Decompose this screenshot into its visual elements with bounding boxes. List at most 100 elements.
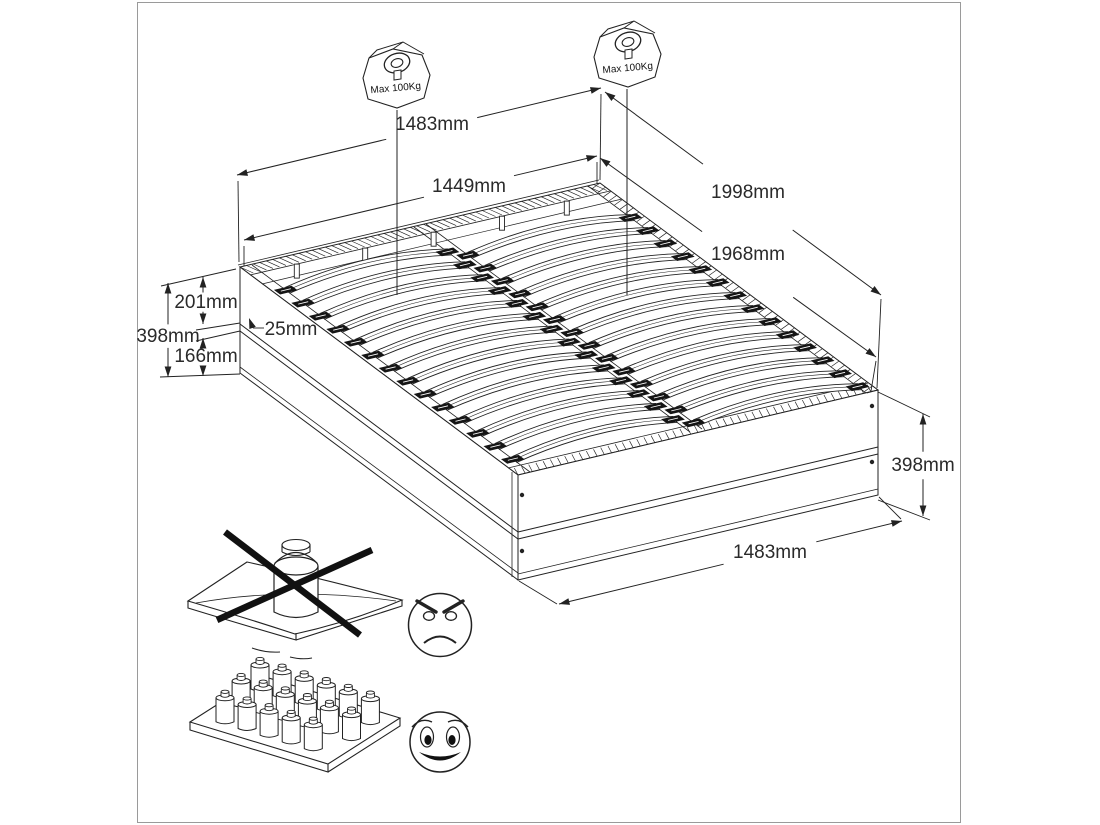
board-thickness-edge (189, 718, 401, 773)
prohibition-cross-icon (215, 529, 374, 638)
dimension-arrowhead (199, 338, 207, 349)
dimension-arrowhead (600, 158, 611, 167)
dim-total-height-right-label: 398mm (891, 455, 954, 476)
angry-frown (423, 635, 457, 644)
dimension-line (877, 499, 931, 521)
heavy-weight-knob-top (281, 538, 311, 552)
dimension-arrowhead (870, 286, 881, 295)
rail-post (499, 215, 505, 231)
slat (355, 299, 522, 346)
bed-foot-face (517, 389, 879, 581)
happy-smile (419, 752, 461, 761)
rail-hatching (239, 182, 879, 476)
dimension-line (876, 298, 882, 389)
dimension-line (477, 87, 602, 119)
dimension-arrowhead (919, 505, 927, 516)
dimension-line (195, 330, 241, 342)
small-weight (281, 717, 301, 745)
slat (459, 377, 626, 424)
max-load-weight-icon (593, 20, 662, 88)
dim-width-outer-bottom-label: 1483mm (733, 542, 807, 563)
slat (442, 364, 609, 411)
dim-frame-height-label: 201mm (174, 292, 237, 313)
motion-marks (251, 647, 313, 660)
dim-total-height-left-label: 398mm (136, 326, 199, 347)
dimension-arrowhead (199, 277, 207, 288)
slat (467, 214, 636, 259)
max-load-label-1: Max 100Kg (370, 81, 421, 96)
dimension-line (236, 138, 387, 176)
happy-face-icon (409, 711, 471, 773)
slat (658, 357, 828, 401)
small-weight (319, 707, 339, 735)
dimension-arrowhead (199, 365, 207, 376)
happy-pupil (424, 735, 432, 745)
head-rail-inner-edge (261, 198, 623, 285)
dimension-annotations (159, 87, 931, 605)
dimension-arrowhead (199, 313, 207, 324)
angry-face-outline (407, 592, 473, 658)
slat (389, 325, 557, 372)
small-weight (237, 704, 257, 731)
slat (302, 261, 470, 307)
max-load-icons (362, 20, 662, 109)
slat (320, 274, 488, 320)
dimension-arrowhead (244, 234, 256, 241)
dimension-line (159, 373, 241, 378)
dimension-arrowhead (249, 318, 256, 330)
dimension-line (160, 268, 237, 287)
dimension-line (599, 93, 602, 181)
screw-dot (869, 459, 875, 465)
slat (484, 227, 653, 272)
dimension-arrowhead (890, 520, 902, 527)
dim-length-outer-label: 1998mm (711, 182, 785, 203)
screw-dot (869, 403, 875, 409)
small-weight (215, 697, 235, 725)
dimension-line (604, 91, 704, 165)
dimension-line (518, 580, 558, 605)
dimension-line (243, 196, 425, 241)
small-weight (342, 714, 361, 742)
head-rail-top-edge (237, 179, 600, 266)
dimension-line (558, 563, 724, 605)
dimension-arrowhead (164, 283, 172, 294)
rail-post (563, 200, 570, 216)
frame-bottom-edge (239, 323, 879, 533)
dimension-arrowhead (605, 92, 616, 101)
dimension-arrowhead (865, 348, 876, 357)
slat (372, 312, 540, 359)
dimension-arrowhead (559, 598, 571, 605)
angry-face-icon (407, 592, 473, 658)
dim-width-inner-label: 1449mm (432, 176, 506, 197)
slat (675, 370, 845, 414)
dimension-line (237, 180, 240, 263)
slat (588, 305, 758, 349)
slat (571, 292, 741, 337)
dimension-line (599, 157, 703, 233)
small-weight (259, 711, 279, 738)
drawer-bottom-inner-edge (239, 366, 879, 575)
head-rail-posts (293, 200, 570, 279)
happy-eyebrows (411, 719, 469, 728)
angry-eyebrows (415, 599, 465, 614)
slat (494, 403, 661, 450)
dim-clearance-gap-label: 25mm (265, 319, 318, 340)
slat-holders (273, 213, 870, 464)
distributed-weights (215, 656, 380, 752)
dimension-arrowhead (919, 414, 927, 425)
max-load-label-2: Max 100Kg (602, 61, 653, 76)
angry-eye (422, 611, 436, 621)
dimension-arrowhead (164, 366, 172, 377)
slat (512, 415, 678, 463)
rail-post (293, 263, 300, 279)
slat (502, 240, 671, 285)
slat (623, 331, 793, 375)
dimension-arrowhead (585, 155, 597, 162)
dim-drawer-height-label: 166mm (174, 346, 237, 367)
dimension-line (877, 391, 931, 418)
dimension-arrowhead (589, 87, 601, 94)
incorrect-usage-icon (186, 529, 404, 660)
dimension-line (878, 496, 902, 520)
